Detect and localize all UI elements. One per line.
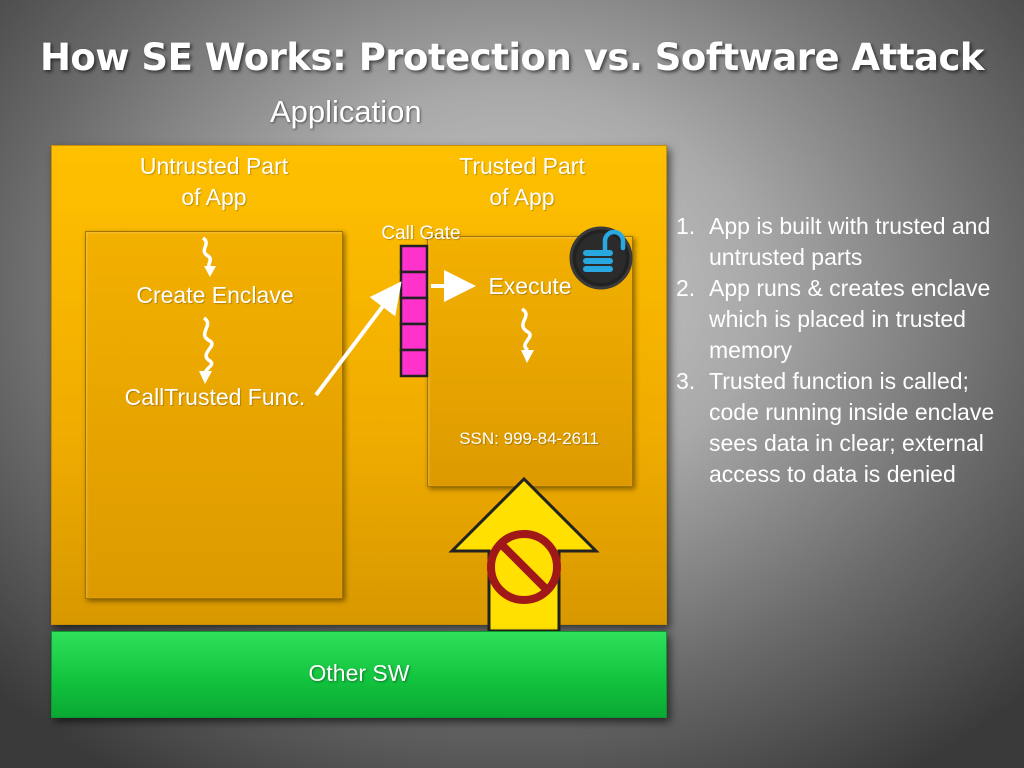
steps-list: 1. App is built with trusted and untrust… xyxy=(676,211,1021,490)
step-item: 3. Trusted function is called; code runn… xyxy=(676,366,1021,490)
ssn-value: SSN: 999-84-2611 xyxy=(459,429,599,448)
trusted-heading-line1: Trusted Part xyxy=(459,153,585,179)
step-text: Trusted function is called; code running… xyxy=(709,368,995,487)
call-gate-cell xyxy=(399,322,429,352)
prohibited-icon xyxy=(487,530,561,604)
step-text: App is built with trusted and untrusted … xyxy=(709,213,991,270)
untrusted-heading-line2: of App xyxy=(181,184,247,210)
lock-icon xyxy=(569,226,633,290)
call-gate-cell xyxy=(399,348,429,378)
other-sw-label: Other SW xyxy=(308,660,410,686)
call-gate-cell xyxy=(399,270,429,300)
call-trusted-label: CallTrusted Func. xyxy=(124,384,306,410)
squiggle-arrow-icon xyxy=(201,236,216,277)
squiggle-arrow-icon xyxy=(199,316,214,384)
step-item: 2. App runs & creates enclave which is p… xyxy=(676,273,1021,366)
trusted-heading-line2: of App xyxy=(489,184,555,210)
trusted-heading: Trusted Part of App xyxy=(420,151,624,213)
untrusted-heading: Untrusted Part of App xyxy=(100,151,328,213)
step-number: 1. xyxy=(676,213,696,239)
step-number: 2. xyxy=(676,275,696,301)
call-arrow xyxy=(314,281,402,397)
call-gate-cell xyxy=(399,244,429,274)
attack-arrow xyxy=(448,476,600,633)
create-enclave-label: Create Enclave xyxy=(136,282,294,308)
call-gate-cell xyxy=(399,296,429,326)
untrusted-region xyxy=(85,231,343,599)
untrusted-heading-line1: Untrusted Part xyxy=(139,153,289,179)
execute-label: Execute xyxy=(488,273,572,299)
application-label: Application xyxy=(270,94,422,129)
step-text: App runs & creates enclave which is plac… xyxy=(709,275,991,363)
squiggle-arrow-icon xyxy=(520,307,534,363)
step-number: 3. xyxy=(676,368,696,394)
call-gate-stack xyxy=(399,244,429,378)
step-item: 1. App is built with trusted and untrust… xyxy=(676,211,1021,273)
slide-title: How SE Works: Protection vs. Software At… xyxy=(39,36,985,79)
other-software-layer: Other SW xyxy=(51,631,667,718)
call-gate-label: Call Gate xyxy=(381,223,461,244)
